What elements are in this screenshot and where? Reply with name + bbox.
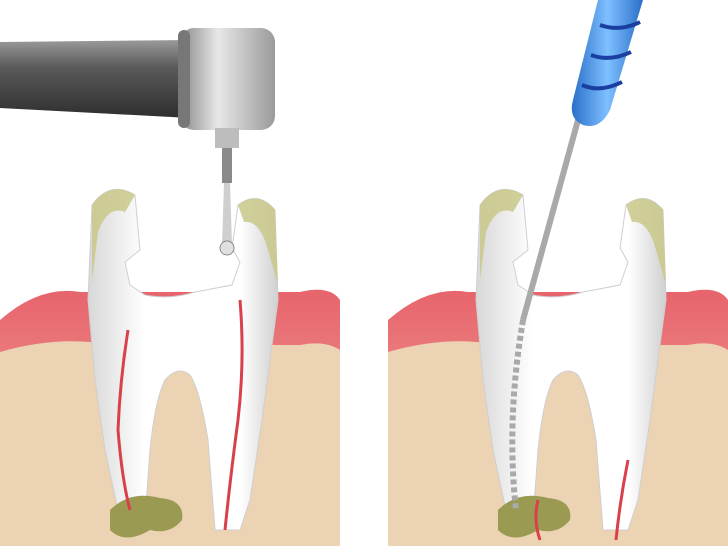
- endodontic-file-icon: [509, 0, 643, 511]
- file-panel: [387, 0, 728, 546]
- tooth-with-gum: [387, 188, 728, 546]
- nerve-canal-right: [223, 299, 244, 531]
- tooth-with-gum: [0, 188, 341, 546]
- nerve-canal-left: [116, 329, 132, 511]
- drill-handpiece-icon: [0, 28, 275, 256]
- drilling-panel: [0, 28, 341, 546]
- nerve-canal-left: [534, 499, 542, 541]
- nerve-canal-right: [614, 459, 630, 541]
